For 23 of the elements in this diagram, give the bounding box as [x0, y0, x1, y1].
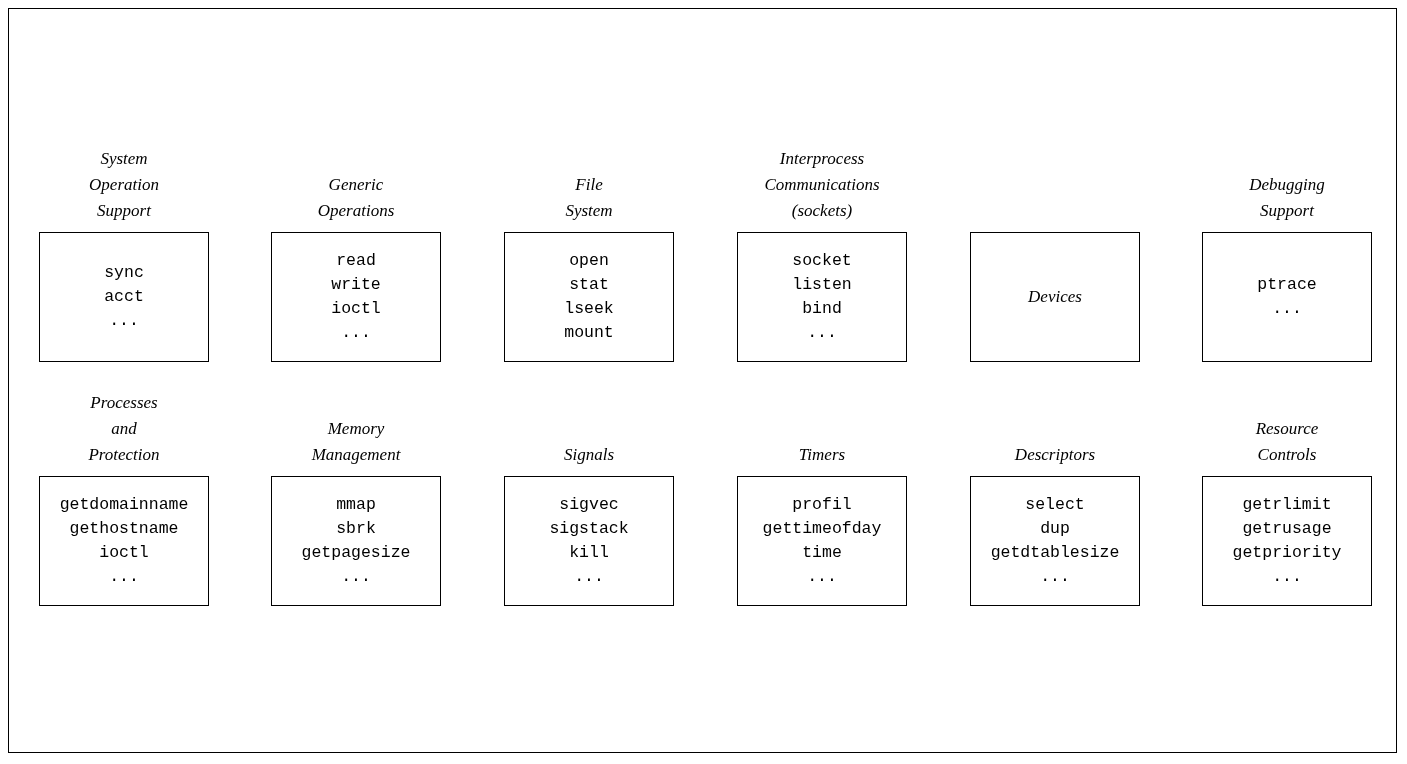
system-call-list: select dup getdtablesize ... [990, 493, 1120, 589]
category-heading: Processes and Protection [88, 392, 160, 466]
category-heading: Memory Management [311, 418, 401, 466]
system-call-list: open stat lseek mount [564, 249, 614, 345]
system-call-list: mmap sbrk getpagesize ... [301, 493, 411, 589]
category-heading: System Operation Support [89, 148, 159, 222]
system-call-list: socket listen bind ... [792, 249, 852, 345]
system-call-list: sync acct ... [104, 261, 144, 333]
category-heading: Descriptors [1014, 444, 1096, 466]
system-call-list: ptrace ... [1257, 273, 1317, 321]
system-call-list: sigvec sigstack kill ... [549, 493, 629, 589]
category-heading: Resource Controls [1255, 418, 1319, 466]
category-heading: Generic Operations [317, 174, 395, 222]
category-heading: Interprocess Communications (sockets) [764, 148, 880, 222]
system-call-list: read write ioctl ... [331, 249, 381, 345]
category-heading: Signals [563, 444, 615, 466]
category-heading: Debugging Support [1249, 174, 1325, 222]
category-heading: File System [565, 174, 613, 222]
category-name: Devices [1028, 287, 1082, 307]
system-call-list: getrlimit getrusage getpriority ... [1232, 493, 1342, 589]
category-heading: Timers [798, 444, 846, 466]
system-call-list: profil gettimeofday time ... [762, 493, 882, 589]
system-call-list: getdomainname gethostname ioctl ... [59, 493, 189, 589]
